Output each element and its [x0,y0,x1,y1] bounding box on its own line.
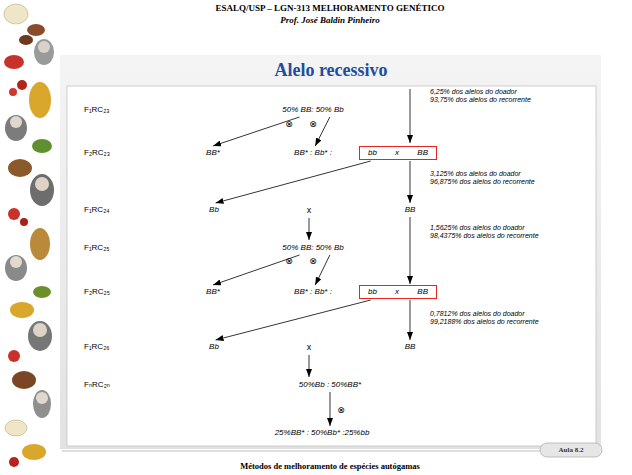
genotype-node: BB* : Bb* : [291,286,335,298]
lineage-arrow [216,161,371,203]
slide-title: Alelo recessivo [274,60,387,80]
genotype-node: BB [402,341,419,353]
cross-box: bb x BB [359,285,437,299]
genotype-node: 25%BB* : 50%Bb* :25%bb [272,427,373,439]
selfing-symbol: ⊗ [337,405,345,415]
lineage-arrow [329,392,330,426]
node-text: bb x BB [368,148,428,157]
lesson-pill [540,443,602,457]
cross-symbol: x [307,205,312,215]
selfing-symbol: ⊗ [285,256,293,266]
genotype-node: BB* [203,147,223,159]
selfing-symbol: ⊗ [309,119,317,129]
footer-text: Métodos de melhoramento de espécies autó… [240,461,420,471]
lineage-arrow [213,117,300,146]
node-text: 50% BB: 50% Bb [282,243,343,252]
cross-arrow [309,218,310,240]
lineage-arrow [216,300,371,340]
generation-label: F₁RC₂₄ [84,205,110,215]
selfing-symbol: ⊗ [285,119,293,129]
cross-symbol: x [307,342,312,352]
node-text: BB [405,342,416,351]
node-text: 50% BB: 50% Bb [282,105,343,114]
percent-note: 1,5625% dos alelos do doador [430,224,525,232]
cross-box: bb x BB [359,146,437,160]
incoming-arrow [410,89,411,143]
genotype-node: 50%Bb : 50%BB* [296,379,364,391]
node-text: BB* [206,287,220,296]
genotype-node: Bb [206,341,222,353]
lineage-arrow [409,300,410,340]
generation-label: F₁RC₂₃ [84,105,110,115]
node-text: 50%Bb : 50%BB* [299,380,361,389]
selfing-symbol: ⊗ [309,256,317,266]
genotype-node: BB* : Bb* : [291,147,335,159]
title-band [60,55,601,449]
node-text: Bb [209,205,219,214]
genotype-node: 50% BB: 50% Bb [279,104,346,116]
node-text: BB* : Bb* : [294,287,332,296]
decor-strip [4,4,54,467]
cross-arrow [309,355,310,377]
lineage-arrow [315,117,330,146]
lineage-arrow [213,255,300,285]
percent-note: 99,2188% dos alelos do recorrente [430,318,539,326]
genotype-node: 50% BB: 50% Bb [279,242,346,254]
genotype-node: BB [402,204,419,216]
generation-label: F₁RC₂₆ [84,342,109,352]
percent-note: 96,875% dos alelos do recorrente [430,178,535,186]
percent-note: 98,4375% dos alelos do recorrente [430,232,539,240]
lineage-arrow [315,255,330,285]
node-text: BB* : Bb* : [294,148,332,157]
author-text: Prof. José Baldin Pinheiro [280,15,380,25]
node-text: Bb [209,342,219,351]
node-text: BB [405,205,416,214]
genotype-node: Bb [206,204,222,216]
generation-label: F₂RC₂₅ [84,287,110,297]
header-text: ESALQ/USP – LGN-313 MELHORAMENTO GENÉTIC… [216,3,445,13]
generation-label: FₙRC₂ₙ [84,380,110,390]
lineage-arrow [409,217,410,284]
percent-note: 6,25% dos alelos do doador [430,88,517,96]
percent-note: 0,7812% dos alelos do doador [430,310,525,318]
lineage-arrow [409,161,410,203]
diagram-panel [67,86,596,446]
percent-note: 93,75% dos alelos do recorrente [430,96,531,104]
node-text: bb x BB [368,287,428,296]
node-text: BB* [206,148,220,157]
lesson-number: Aula 8.2 [559,445,584,455]
generation-label: F₁RC₂₅ [84,243,109,253]
percent-note: 3,125% dos alelos do doador [430,170,521,178]
generation-label: F₂RC₂₃ [84,148,110,158]
node-text: 25%BB* : 50%Bb* :25%bb [275,428,370,437]
genotype-node: BB* [203,286,223,298]
footer-rule [62,451,540,452]
